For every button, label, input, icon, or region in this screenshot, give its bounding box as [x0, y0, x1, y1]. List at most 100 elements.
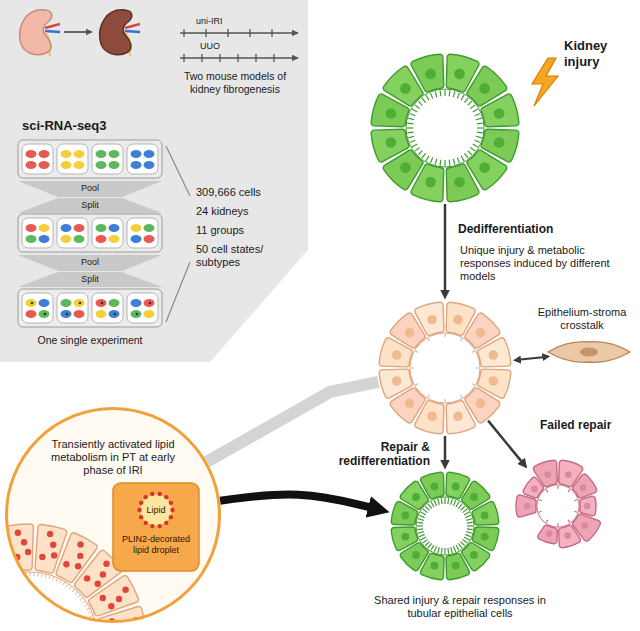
lipid-tubule-fragment: [37, 572, 38, 576]
healthy-tubule-cells: [465, 515, 471, 517]
failed-tubule-cells: [531, 486, 538, 493]
healthy-tubule-cells: [494, 108, 505, 119]
plate: [136, 313, 139, 316]
healthy-tubule-cells: [467, 525, 473, 526]
healthy-tubule-cells: [472, 502, 498, 525]
healthy-tubule-cells: [458, 504, 462, 509]
healthy-tubule-cells: [464, 98, 468, 103]
dedifferentiated-cells: [392, 376, 402, 386]
lipid-tubule-fragment: [49, 575, 50, 579]
timeline: [271, 29, 272, 37]
timeline: [249, 29, 250, 37]
healthy-tubule-cells: [431, 545, 434, 550]
dedifferentiated-cells: [428, 395, 430, 398]
injured-kidney-icon: [125, 24, 140, 28]
dedifferentiated-cells: [453, 412, 463, 422]
node-shape: [548, 342, 630, 363]
step-label: Split: [60, 200, 120, 211]
healthy-tubule-cells: [475, 113, 481, 115]
healthy-tubule-cells: [418, 151, 422, 155]
healthy-tubule-cells: [452, 482, 460, 490]
injured-kidney-icon: [125, 31, 140, 32]
healthy-tubule-cells: [470, 551, 478, 559]
healthy-tubule-cells: [421, 472, 444, 498]
healthy-tubule-cells: [391, 472, 499, 580]
dedifferentiated-cells: [428, 339, 430, 342]
shared-response-note: Shared injury & repair responses in tubu…: [370, 594, 550, 620]
healthy-tubule-cells: [461, 506, 465, 510]
node-shape: [144, 495, 148, 499]
dedifferentiated-cells: [392, 350, 402, 360]
plate: [26, 150, 37, 158]
model-name: UUO: [200, 41, 260, 52]
plate: [57, 144, 88, 174]
step-label: Pool: [60, 183, 120, 194]
lipid-tubule-fragment: [0, 553, 5, 559]
healthy-tubule-cells: [464, 153, 468, 158]
pool-split-funnel: [18, 272, 162, 287]
node-shape: [139, 515, 143, 519]
failed-tubule-cells: [568, 520, 570, 522]
plate: [144, 235, 155, 243]
healthy-tubule-cells: [451, 499, 453, 505]
timeline: [180, 32, 298, 33]
plate: [26, 310, 37, 318]
healthy-tubule-cells: [439, 90, 441, 96]
failed-tubule: Failed repair: [510, 458, 606, 554]
dedifferentiated-cells: [489, 350, 499, 360]
plate: [92, 218, 123, 248]
node-shape: [150, 492, 154, 496]
plate: [44, 313, 47, 316]
lipid-tubule-fragment: [66, 584, 68, 587]
healthy-tubule-cells: [477, 127, 483, 128]
lipid-tubule-fragment: [72, 589, 75, 592]
dedifferentiated-cells: [476, 328, 486, 338]
plate: [144, 150, 155, 158]
healthy-tubule-cells: [468, 101, 472, 105]
lipid-tubule-fragment: [63, 582, 65, 585]
plate: [18, 140, 162, 178]
plate: [61, 310, 72, 318]
lipid-label: Lipid: [137, 505, 175, 516]
node-shape: [157, 524, 161, 528]
healthy-tubule-cells: [454, 177, 465, 188]
failed-tubule-cells: [524, 503, 531, 510]
lightning-bolt: [532, 58, 558, 106]
healthy-tubule-cells: [410, 113, 416, 115]
timeline: [219, 54, 220, 62]
pool-split-funnel: [18, 255, 162, 271]
healthy-tubule-cells: [476, 136, 482, 138]
healthy-tubule-cells: [412, 144, 417, 147]
healthy-tubule-cells: [462, 509, 467, 513]
plate: [131, 161, 142, 169]
healthy-tubule-cells: [407, 132, 413, 134]
plate: [131, 310, 142, 318]
response-note: Unique injury & metabolic responses indu…: [460, 244, 632, 284]
plate: [96, 224, 107, 232]
timeline: [180, 29, 298, 62]
lipid-tubule-fragment: [39, 554, 45, 560]
plate: [74, 299, 85, 307]
healthy-tubule-cells: [425, 69, 436, 80]
plate: [18, 289, 162, 327]
plate: [61, 299, 72, 307]
healthy-tubule-cells: [473, 109, 478, 112]
panel-background: [0, 0, 308, 362]
healthy-kidney-icon: [20, 10, 60, 56]
healthy-tubule-cells: [452, 562, 460, 570]
dedifferentiated-cells: [405, 328, 415, 338]
lipid-tubule-fragment: [75, 592, 78, 595]
plate: [96, 299, 107, 307]
healthy-tubule-cells: [400, 83, 411, 94]
failed-tubule-cells: [537, 485, 579, 527]
lipid-tubule-fragment: [25, 549, 31, 555]
healthy-tubule-cells: [418, 532, 424, 534]
healthy-tubule-cells: [462, 539, 467, 543]
lipid-tubule-fragment: [95, 581, 101, 587]
healthy-tubule-cells: [407, 122, 413, 124]
lipid-tubule-fragment: [30, 572, 31, 576]
plate: [39, 150, 50, 158]
healthy-tubule-cells: [439, 160, 441, 166]
plate: [144, 161, 155, 169]
